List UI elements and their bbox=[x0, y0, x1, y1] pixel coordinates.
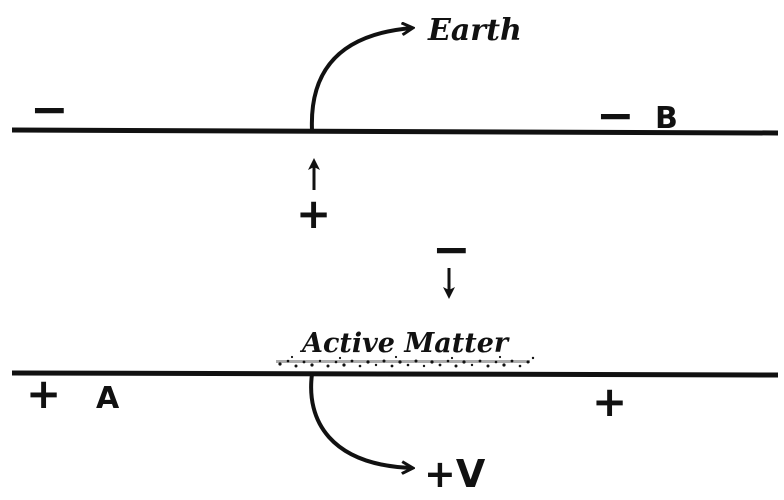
plate-a-label: A bbox=[96, 381, 120, 416]
charge-sign-top-left: − bbox=[30, 82, 69, 136]
charge-sign-up-arrow: + bbox=[296, 189, 331, 238]
charge-sign-top-right: − bbox=[596, 88, 635, 142]
active-matter-layer bbox=[276, 355, 535, 368]
earth-connection-arrow bbox=[309, 28, 412, 131]
voltage-connection-arrow bbox=[309, 373, 412, 468]
plate-b-label: B bbox=[655, 101, 678, 136]
plate-b-line bbox=[11, 127, 779, 136]
charge-sign-bottom-right: + bbox=[592, 377, 627, 426]
plate-a-line bbox=[11, 370, 779, 378]
voltage-label: +V bbox=[424, 452, 486, 496]
active-matter-label: Active Matter bbox=[299, 328, 510, 359]
charge-sign-bottom-left: + bbox=[26, 369, 61, 418]
charge-sign-down-arrow: − bbox=[432, 222, 471, 276]
earth-label: Earth bbox=[427, 13, 522, 48]
